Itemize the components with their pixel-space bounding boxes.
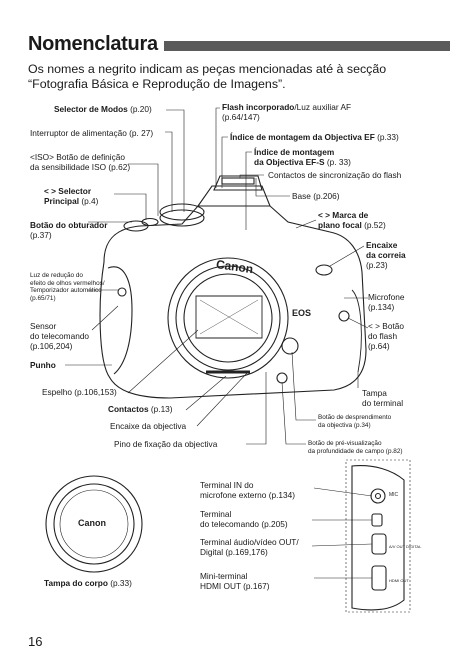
grip [107, 266, 133, 375]
port-label-av: A/V OUT DIGITAL [389, 544, 422, 549]
title-rule [164, 41, 450, 51]
label-ef-index: Índice de montagem da Objectiva EF (p.33… [230, 132, 399, 142]
main-dial [141, 217, 159, 227]
label-microphone: Microfone(p.134) [368, 292, 405, 312]
dof-preview-button [276, 372, 288, 384]
mode-dial [159, 209, 205, 227]
camera-body [99, 205, 367, 399]
mic-in-port [370, 488, 386, 504]
label-shutter-button: Botão do obturador(p.37) [30, 220, 108, 240]
label-hot-shoe: Base (p.206) [292, 191, 340, 201]
label-lens-lock-pin: Pino de fixação da objectiva [114, 439, 218, 449]
label-power-switch: Interruptor de alimentação (p. 27) [30, 128, 154, 138]
strap-mount [315, 264, 333, 276]
label-body-cap: Tampa do corpo (p.33) [44, 578, 132, 588]
red-eye-lamp [117, 287, 127, 297]
label-flash: Flash incorporado/Luz auxiliar AF(p.64/1… [222, 102, 352, 122]
label-lens-mount: Encaixe da objectiva [110, 421, 187, 431]
label-mode-dial: Selector de Modos (p.20) [54, 104, 152, 114]
hdmi-out-port [371, 565, 387, 591]
remote-terminal-port [371, 513, 383, 527]
label-mirror: Espelho (p.106,153) [42, 387, 117, 397]
terminal-cover [351, 289, 362, 373]
label-av-out: Terminal áudio/vídeo OUT/Digital (p.169,… [200, 537, 299, 557]
mirror [195, 295, 263, 339]
lens-mount [167, 257, 289, 379]
flash-button [338, 310, 350, 322]
body-cap [45, 475, 143, 573]
label-grip: Punho [30, 360, 56, 370]
camera-brand-text: Canon [215, 257, 254, 276]
port-label-mic: MIC [389, 492, 399, 498]
shutter-button [123, 220, 149, 232]
lens-release-button [281, 337, 299, 355]
av-out-port [371, 533, 387, 555]
body-cap-brand-text: Canon [78, 518, 106, 528]
port-label-hdmi: HDMI OUT [389, 578, 409, 583]
hot-shoe-rail [221, 177, 255, 185]
page-title: Nomenclatura [28, 33, 158, 55]
label-contacts: Contactos (p.13) [108, 404, 173, 414]
terminal-panel [351, 465, 405, 611]
camera-model-text: EOS [292, 308, 311, 318]
intro-text: Os nomes a negrito indicam as peças menc… [28, 62, 387, 91]
label-flash-sync: Contactos de sincronização do flash [268, 170, 402, 180]
page-number: 16 [28, 634, 43, 649]
